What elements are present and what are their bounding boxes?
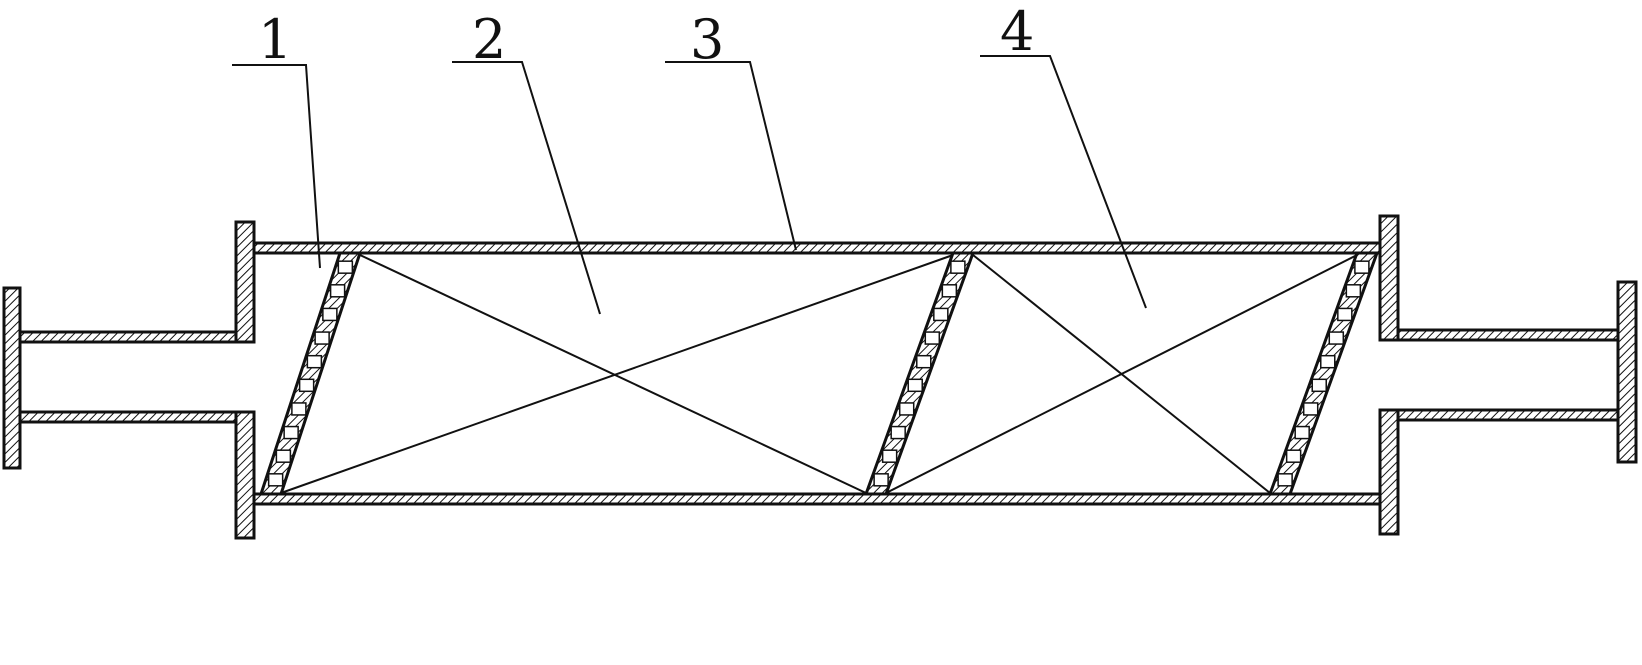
- right-pipe-upper-wall: [1396, 328, 1620, 342]
- perforation-hole: [1311, 378, 1327, 393]
- left-pipe-lower-wall: [18, 410, 238, 424]
- perforation-hole: [924, 331, 941, 345]
- perforation-hole: [1277, 473, 1293, 487]
- perforation-hole: [1354, 260, 1370, 274]
- leader-line-2: [452, 61, 601, 315]
- perforation-hole: [306, 354, 323, 369]
- right-pipe-lower-wall: [1396, 408, 1620, 422]
- perforation-hole: [1285, 449, 1302, 463]
- tube-top-wall: [248, 241, 1382, 255]
- perforation-hole: [291, 402, 307, 416]
- left-connector: [2, 220, 256, 540]
- perforation-hole: [322, 307, 338, 322]
- perforation-hole: [933, 307, 949, 322]
- right-connector: [1378, 214, 1638, 536]
- callout-label-3: 3: [690, 8, 724, 71]
- perforation-hole: [283, 425, 299, 440]
- packing-zone-2: [280, 254, 954, 494]
- leader-line-1: [232, 64, 321, 269]
- leader-lines: [232, 55, 1147, 315]
- perforation-hole: [873, 473, 889, 487]
- perforation-hole: [314, 331, 330, 345]
- callout-label-2: 2: [472, 8, 506, 71]
- right-flange: [1378, 214, 1400, 342]
- perforated-plate-left: [258, 251, 363, 496]
- callout-label-1: 1: [258, 8, 292, 71]
- perforation-hole: [267, 473, 284, 487]
- perforation-hole: [898, 402, 915, 416]
- leader-line-4: [980, 55, 1147, 309]
- left-flange-lower: [234, 410, 256, 540]
- callout-label-4: 4: [1000, 0, 1034, 63]
- perforation-hole: [275, 449, 292, 463]
- perforation-hole: [1328, 331, 1345, 345]
- left-pipe-upper-wall: [18, 330, 238, 344]
- left-end-flange: [2, 286, 22, 470]
- perforation-hole: [907, 378, 923, 393]
- perforation-hole: [1294, 425, 1310, 440]
- perforation-hole: [329, 284, 346, 298]
- perforated-plate-right: [1267, 251, 1380, 496]
- perforation-hole: [337, 260, 354, 274]
- perforation-hole: [1345, 284, 1362, 298]
- perforation-hole: [1302, 402, 1319, 416]
- perforated-plate-middle: [863, 251, 976, 496]
- perforation-hole: [950, 260, 966, 274]
- right-flange-lower: [1378, 408, 1400, 536]
- perforation-hole: [916, 354, 932, 369]
- packing-zone-4: [885, 254, 1358, 494]
- perforation-hole: [881, 449, 898, 463]
- perforation-hole: [1337, 307, 1353, 322]
- perforation-hole: [298, 378, 315, 393]
- tube-bottom-wall: [248, 492, 1382, 506]
- leader-line-3: [665, 61, 797, 251]
- right-end-flange: [1616, 280, 1638, 464]
- left-flange: [234, 220, 256, 344]
- perforation-hole: [1320, 354, 1336, 369]
- perforation-hole: [941, 284, 958, 298]
- perforation-hole: [890, 425, 906, 440]
